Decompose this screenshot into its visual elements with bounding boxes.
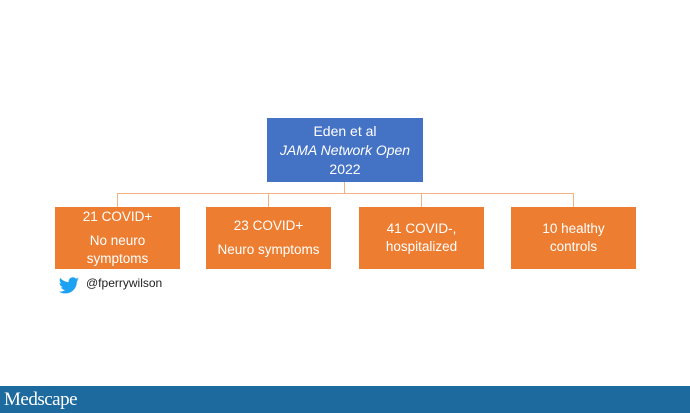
connector-horizontal xyxy=(117,193,574,194)
connector-child-4 xyxy=(573,193,574,207)
node-covid-no-neuro: 21 COVID+ No neuro symptoms xyxy=(55,207,180,269)
twitter-handle: @fperrywilson xyxy=(86,276,163,290)
node-label-line2: hospitalized xyxy=(385,239,458,254)
node-label-line2: No neuro xyxy=(89,233,146,248)
root-journal: JAMA Network Open xyxy=(279,141,411,158)
twitter-bird-icon xyxy=(58,277,80,294)
node-label-line3: symptoms xyxy=(86,251,149,266)
node-covid-negative-hospitalized: 41 COVID-, hospitalized xyxy=(359,207,484,269)
root-year: 2022 xyxy=(329,160,361,177)
footer-bar: Medscape xyxy=(0,386,690,413)
node-covid-neuro: 23 COVID+ Neuro symptoms xyxy=(206,207,331,269)
node-label-line1: 23 COVID+ xyxy=(233,218,304,233)
node-healthy-controls: 10 healthy controls xyxy=(511,207,636,269)
node-label-line1: 10 healthy xyxy=(542,221,605,236)
root-authors: Eden et al xyxy=(313,122,377,139)
node-label-line2: controls xyxy=(549,239,598,254)
node-label-line1: 41 COVID-, xyxy=(386,221,457,236)
connector-child-2 xyxy=(268,193,269,207)
connector-child-3 xyxy=(421,193,422,207)
root-node: Eden et al JAMA Network Open 2022 xyxy=(267,118,423,182)
node-label-line1: 21 COVID+ xyxy=(82,209,153,224)
medscape-logo: Medscape xyxy=(4,389,78,410)
node-label-line2: Neuro symptoms xyxy=(217,242,320,257)
connector-root-stem xyxy=(344,182,345,193)
connector-child-1 xyxy=(117,193,118,207)
